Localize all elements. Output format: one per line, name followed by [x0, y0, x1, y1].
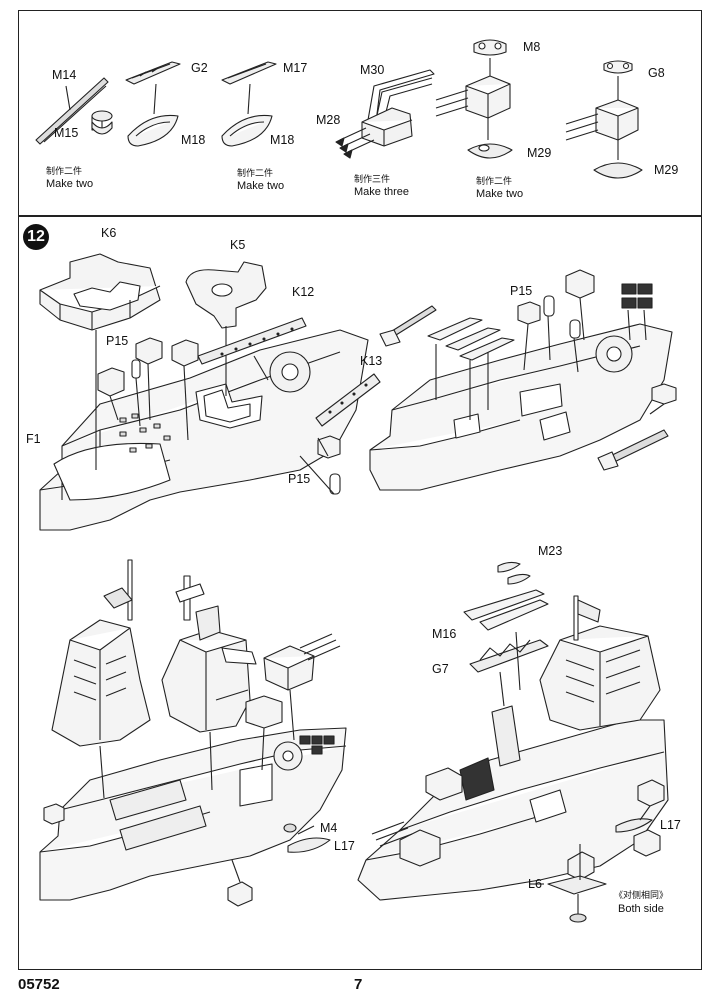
- step-number-badge: 12: [23, 224, 49, 250]
- note-make-three-zh: 制作三件: [354, 174, 391, 184]
- boats-on-cradles-right: [427, 317, 515, 361]
- completed-hull-right: [357, 595, 669, 901]
- step-12-panel: [18, 216, 702, 970]
- part-label-m29-a: M29: [527, 146, 552, 160]
- hull-midsection-right: [369, 323, 673, 491]
- mast-part-m14: [35, 77, 113, 145]
- gun-barrels-right: [379, 305, 669, 471]
- part-label-p15-c: P15: [510, 284, 533, 298]
- note-make-two-zh-3: 制作二件: [476, 176, 513, 186]
- part-label-m18-a: M18: [181, 133, 206, 147]
- boat-part-m17: [221, 61, 277, 147]
- part-label-m8: M8: [523, 40, 541, 54]
- part-label-m14: M14: [52, 68, 77, 82]
- note-make-two-zh-2: 制作二件: [237, 168, 274, 178]
- part-label-p15-a: P15: [106, 334, 129, 348]
- small-parts-p15: [97, 337, 341, 495]
- part-label-m29-b: M29: [654, 163, 679, 177]
- leader-lines-right: [435, 297, 665, 420]
- page-number: 7: [354, 976, 363, 993]
- part-label-k12: K12: [292, 285, 315, 299]
- small-parts-p15-right: [517, 269, 677, 405]
- part-label-m18-b: M18: [270, 133, 295, 147]
- hull-section-f1: [39, 329, 369, 531]
- note-make-two-en-2: Make two: [237, 180, 285, 192]
- bulkhead-part-k12: [197, 317, 307, 365]
- turret-assembly-m8: [435, 39, 513, 159]
- part-label-m15: M15: [54, 126, 79, 140]
- part-label-l6: L6: [528, 877, 542, 891]
- superstructure-forward-left: [51, 559, 151, 747]
- leader-m14: [65, 85, 71, 111]
- part-label-m4: M4: [320, 821, 338, 835]
- bulkhead-part-k13: [315, 373, 381, 427]
- deck-part-k5: [185, 261, 267, 329]
- hull-aft-left: [39, 727, 347, 901]
- turret-assembly-g8: [565, 60, 643, 179]
- note-make-two-en-3: Make two: [476, 188, 524, 200]
- part-label-m16: M16: [432, 627, 457, 641]
- part-label-k6: K6: [101, 226, 117, 240]
- leader-lines-left: [109, 355, 335, 495]
- part-label-l17-b: L17: [660, 818, 681, 832]
- small-fittings-left: [43, 803, 331, 907]
- boat-part-g2: [125, 61, 181, 147]
- tower-mast-left: [161, 575, 257, 733]
- part-label-g2: G2: [191, 61, 208, 75]
- part-label-k13: K13: [360, 354, 383, 368]
- note-make-two-zh: 制作二件: [46, 166, 83, 176]
- part-label-l17-a: L17: [334, 839, 355, 853]
- part-label-p15-b: P15: [288, 472, 311, 486]
- turret-assembly-m28: [335, 69, 435, 159]
- part-label-f1: F1: [26, 432, 41, 446]
- side-fittings-right: [547, 779, 665, 923]
- boat-assembly-m16: [463, 561, 549, 673]
- note-make-three-en: Make three: [354, 186, 410, 198]
- part-label-g7: G7: [432, 662, 449, 676]
- part-label-m17: M17: [283, 61, 308, 75]
- superstructure-part-k6: [39, 253, 161, 331]
- note-both-side-en: Both side: [618, 903, 664, 915]
- part-label-m28: M28: [316, 113, 341, 127]
- product-code: 05752: [18, 976, 60, 993]
- note-make-two-en: Make two: [46, 178, 94, 190]
- part-label-g8: G8: [648, 66, 665, 80]
- leader-lines-bottom-left: [99, 689, 315, 883]
- part-label-m30: M30: [360, 63, 385, 77]
- leader-lines-bottom-right: [499, 631, 651, 885]
- part-label-m23: M23: [538, 544, 563, 558]
- main-turret-left: [245, 633, 341, 729]
- part-label-k5: K5: [230, 238, 246, 252]
- note-both-side-zh: 《对侧相同》: [614, 890, 669, 900]
- top-subassembly-panel: [18, 10, 702, 216]
